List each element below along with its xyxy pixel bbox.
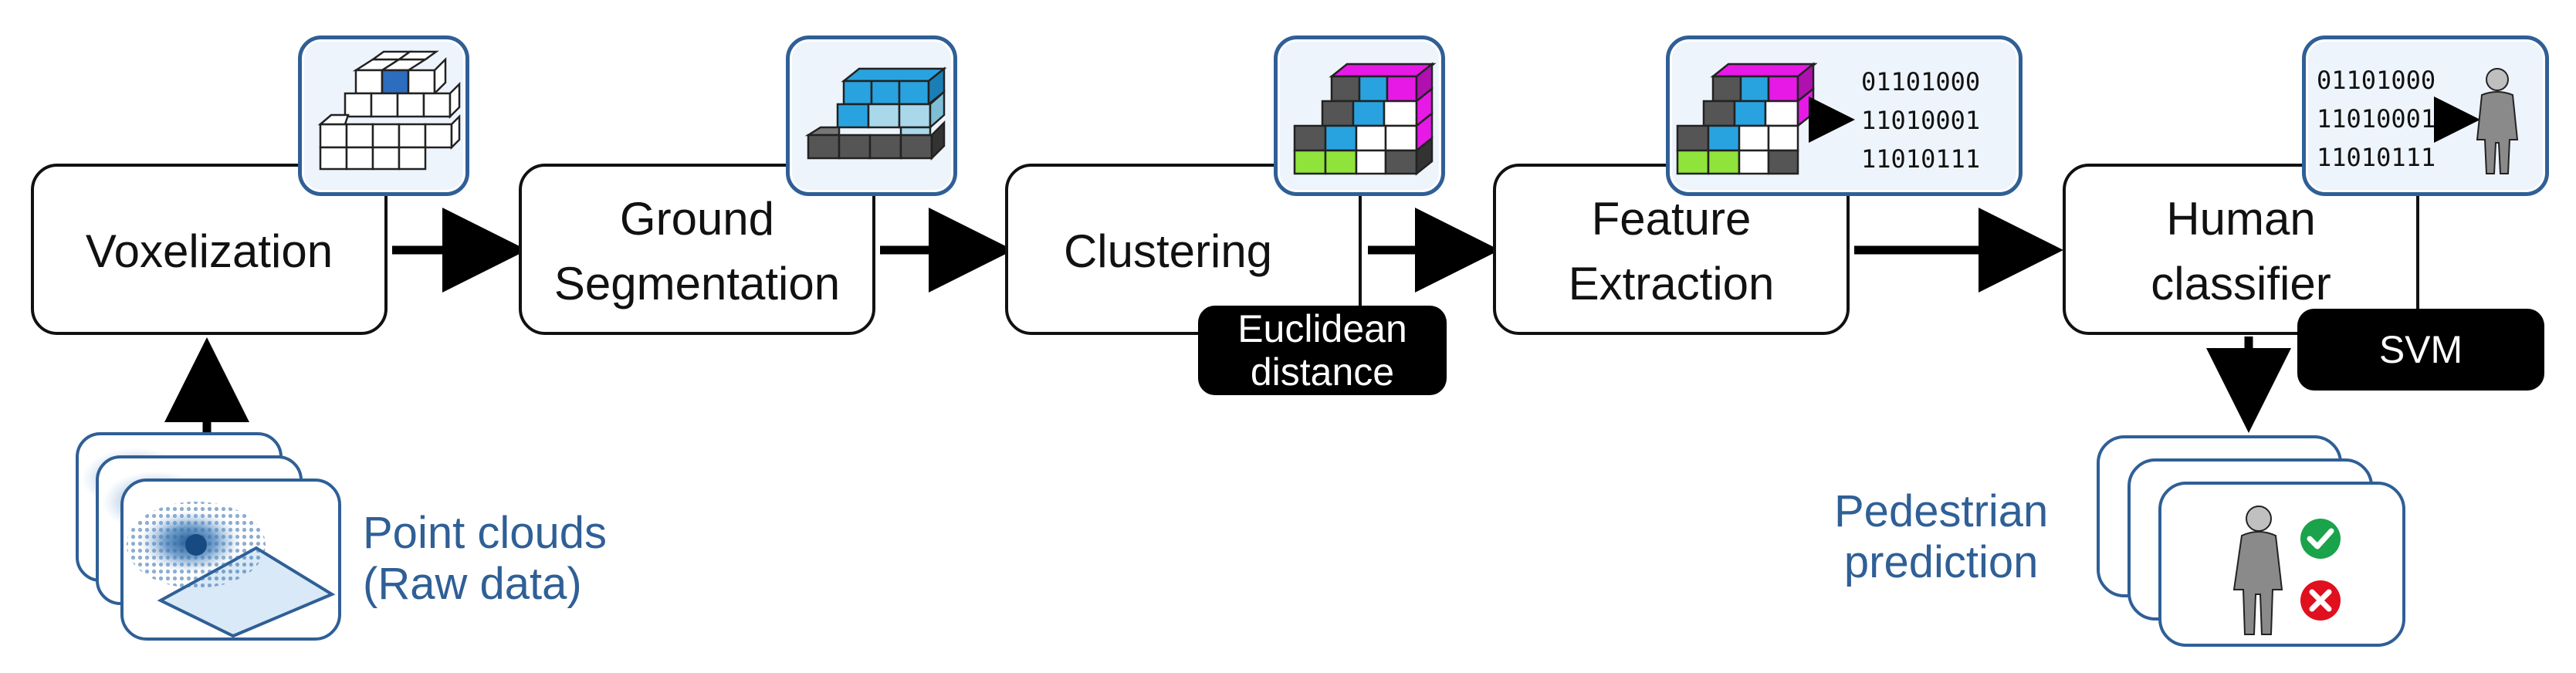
point-cloud-stack: [74, 429, 352, 645]
feature-code-line-2: 11010001: [1861, 106, 1981, 135]
stage-feature-extraction-label: Feature Extraction: [1568, 193, 1775, 309]
stage-ground-segmentation-label: Ground Segmentation: [553, 193, 841, 309]
point-cloud-icon: [76, 432, 341, 641]
pedestrian-result-icon: [2232, 506, 2341, 635]
feature-code-line-3: 11010111: [1861, 144, 1981, 174]
classifier-code-line-2: 11010001: [2317, 104, 2436, 134]
prediction-card-front: [2158, 482, 2405, 647]
classifier-code-line-3: 11010111: [2317, 143, 2436, 172]
classifier-code-line-1: 01101000: [2317, 66, 2436, 95]
svm-tag: SVM: [2297, 309, 2544, 391]
feature-code-line-1: 01101000: [1861, 67, 1981, 96]
clustered-voxels-icon: [1293, 62, 1437, 176]
classifier-person-icon: [2434, 68, 2519, 174]
feature-voxels-icon: [1676, 62, 1855, 175]
euclidean-distance-tag: Euclidean distance: [1198, 306, 1447, 395]
stage-clustering-label: Clustering: [1063, 225, 1273, 277]
stage-human-classifier-label: Human classifier: [2151, 193, 2331, 309]
segmented-voxels-icon: [804, 66, 947, 161]
voxelization-icon-tile: [298, 36, 469, 196]
classifier-icon-tile: 01101000 11010001 11010111: [2302, 36, 2549, 196]
clustering-icon-tile: [1274, 36, 1445, 196]
stage-feature-extraction: Feature Extraction: [1493, 164, 1850, 335]
voxel-grid-icon: [317, 50, 461, 171]
stage-voxelization-label: Voxelization: [85, 225, 333, 277]
ground-segmentation-icon-tile: [786, 36, 957, 196]
feature-extraction-icon-tile: 01101000 11010001 11010111: [1666, 36, 2023, 196]
check-icon: [2300, 519, 2341, 559]
pedestrian-prediction-label: Pedestrian prediction: [1834, 486, 2049, 587]
point-clouds-label: Point clouds (Raw data): [363, 508, 607, 609]
